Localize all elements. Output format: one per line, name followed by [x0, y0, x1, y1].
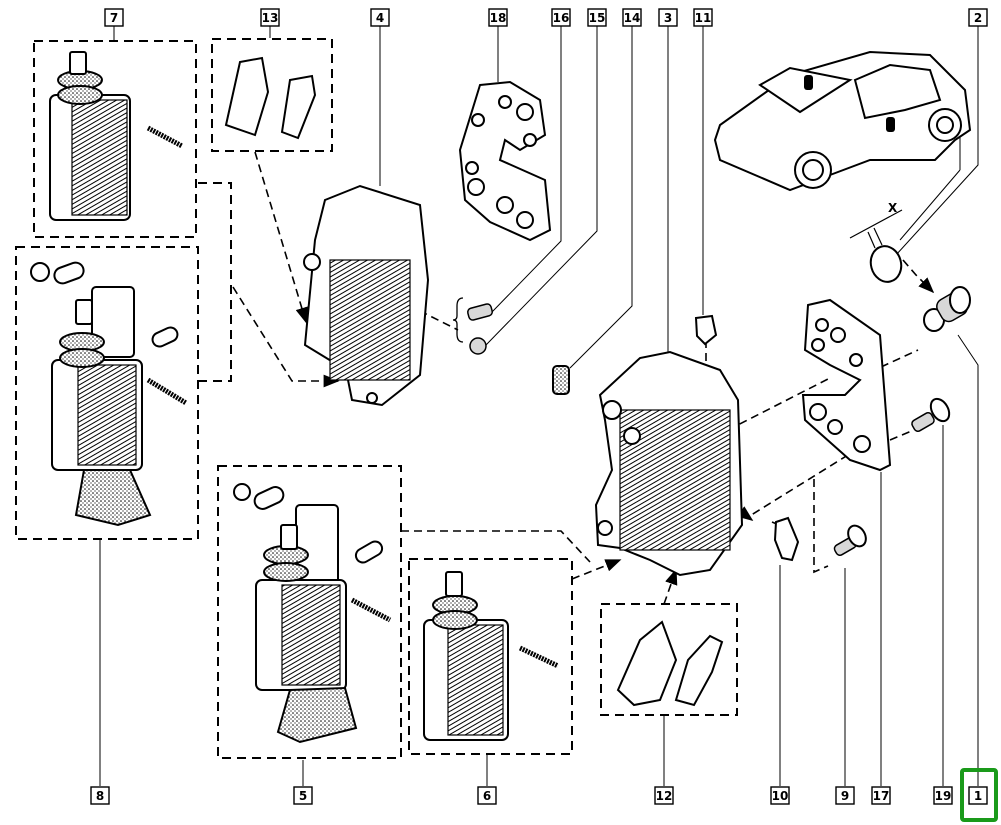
part-12-connector	[616, 620, 724, 707]
part-5-actuator-with-boot	[233, 483, 392, 744]
callout-16[interactable]: 16	[551, 8, 571, 27]
callout-15-label: 15	[589, 11, 606, 25]
part-14-bumper	[552, 365, 570, 395]
callout-13[interactable]: 13	[260, 8, 280, 27]
callout-2-label: 2	[974, 11, 982, 25]
car-illustration	[713, 50, 972, 192]
callout-4-label: 4	[376, 11, 384, 25]
group-bracket-7-8	[198, 182, 232, 382]
callout-15[interactable]: 15	[587, 8, 607, 27]
callout-19[interactable]: 19	[933, 786, 953, 805]
group-box-12	[600, 603, 738, 716]
callout-12[interactable]: 12	[654, 786, 674, 805]
callout-3[interactable]: 3	[658, 8, 678, 27]
assembly-paths	[232, 95, 961, 605]
group-box-13	[211, 38, 333, 152]
callout-3-label: 3	[664, 11, 672, 25]
callout-9-label: 9	[841, 789, 849, 803]
callout-6-label: 6	[483, 789, 491, 803]
leader-1	[957, 334, 979, 786]
part-19-bolt	[911, 397, 951, 432]
part-7-actuator	[49, 51, 184, 221]
callout-18[interactable]: 18	[488, 8, 508, 27]
part-4-lock-mechanism	[303, 184, 430, 407]
part-9-screw	[833, 524, 867, 556]
callout-10[interactable]: 10	[770, 786, 790, 805]
part-10-clip	[773, 516, 800, 562]
group-box-8	[15, 246, 199, 540]
selection-highlight	[960, 768, 998, 822]
callout-17-label: 17	[873, 789, 890, 803]
callout-10-label: 10	[772, 789, 789, 803]
part-2-washer	[849, 209, 903, 283]
part-16-clip	[467, 303, 493, 321]
part-11-clip	[694, 314, 718, 346]
callout-18-label: 18	[490, 11, 507, 25]
part-13-connector	[224, 56, 317, 140]
callout-14-label: 14	[624, 11, 641, 25]
part-18-striker-plate	[458, 80, 552, 242]
group-box-7	[33, 40, 197, 238]
group-boxes	[15, 38, 738, 759]
leader-14	[569, 26, 633, 369]
part-15-nut	[469, 337, 487, 355]
callouts-top: 7 13 4 18 16 15 14 3	[104, 8, 988, 27]
part-8-actuator-with-boot	[30, 261, 188, 527]
group-box-6	[408, 558, 573, 755]
callout-11[interactable]: 11	[693, 8, 713, 27]
callout-4[interactable]: 4	[370, 8, 390, 27]
callout-2[interactable]: 2	[968, 8, 988, 27]
callout-7-label: 7	[110, 11, 118, 25]
callout-16-label: 16	[553, 11, 570, 25]
callout-1-label: 1	[974, 789, 982, 803]
leader-lines	[99, 26, 979, 786]
part-6-actuator	[423, 571, 560, 741]
part-17-striker-plate	[801, 298, 892, 472]
callout-17[interactable]: 17	[871, 786, 891, 805]
part-1-striker-pin	[923, 286, 971, 332]
callouts-bottom: 8 5 6 12 10 9 17 19	[90, 786, 988, 805]
callout-5-label: 5	[299, 789, 307, 803]
callout-11-label: 11	[695, 11, 712, 25]
leader-15	[485, 26, 598, 346]
callout-9[interactable]: 9	[835, 786, 855, 805]
group-box-5	[217, 465, 402, 759]
callout-5[interactable]: 5	[293, 786, 313, 805]
leader-2	[895, 26, 979, 256]
callout-1[interactable]: 1	[968, 786, 988, 805]
callout-13-label: 13	[262, 11, 279, 25]
callout-8[interactable]: 8	[90, 786, 110, 805]
part-3-lock-mechanism	[594, 350, 744, 577]
callout-19-label: 19	[935, 789, 952, 803]
callout-6[interactable]: 6	[477, 786, 497, 805]
callout-8-label: 8	[96, 789, 104, 803]
callout-14[interactable]: 14	[622, 8, 642, 27]
dimension-x-label: X	[888, 201, 898, 215]
callout-12-label: 12	[656, 789, 673, 803]
callout-7[interactable]: 7	[104, 8, 124, 27]
leader-16	[491, 26, 562, 313]
